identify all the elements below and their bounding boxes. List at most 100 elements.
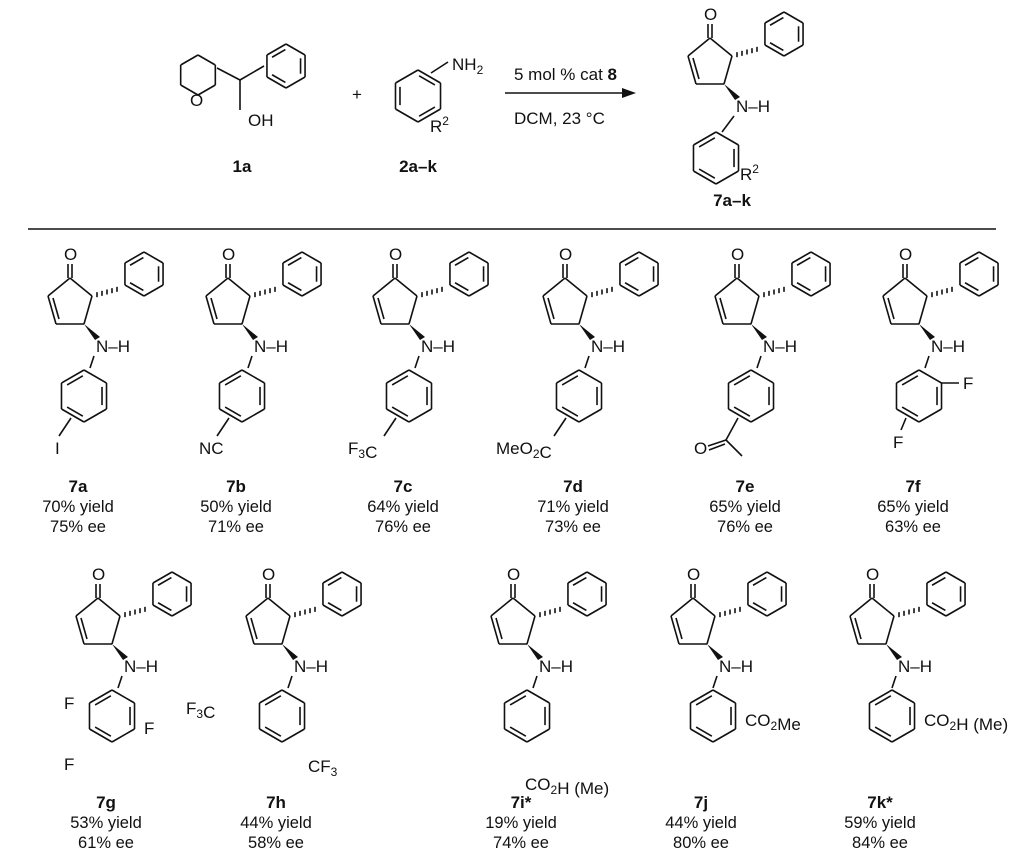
ring-bond bbox=[124, 284, 145, 297]
bond bbox=[849, 615, 859, 645]
amine-NH: N–H bbox=[931, 337, 965, 356]
bond bbox=[216, 417, 230, 437]
ring-bond bbox=[504, 728, 528, 743]
ring-bond bbox=[152, 604, 173, 617]
compound-label: 7g bbox=[96, 793, 116, 812]
formula-part: MeO bbox=[496, 439, 533, 458]
ring-bond bbox=[61, 369, 85, 384]
bond bbox=[725, 417, 739, 441]
alkene-double-bond bbox=[52, 297, 60, 320]
aryl-ring bbox=[689, 689, 737, 743]
ring-bond bbox=[417, 69, 441, 84]
ring-bond bbox=[111, 728, 135, 743]
ring-bond bbox=[241, 408, 265, 423]
subscript: 2 bbox=[533, 447, 540, 461]
alkene-double-bond bbox=[495, 617, 503, 640]
bond bbox=[750, 295, 760, 325]
ring-bond bbox=[282, 284, 303, 297]
R2-substituent: R2 bbox=[430, 114, 449, 136]
bond bbox=[408, 295, 418, 325]
bond bbox=[383, 417, 397, 437]
bond bbox=[47, 277, 71, 297]
alkene-double-bond bbox=[80, 617, 88, 640]
aryl-ring bbox=[60, 369, 108, 423]
phenyl-ring bbox=[791, 251, 831, 297]
phenyl-ring bbox=[124, 251, 164, 297]
ring-double-bond bbox=[224, 406, 242, 417]
ring-double-bond bbox=[66, 406, 84, 417]
ring-bond bbox=[408, 369, 432, 384]
formula-part: CO bbox=[924, 711, 950, 730]
furan-oxygen: O bbox=[190, 91, 203, 110]
ring-bond bbox=[693, 131, 717, 146]
ring-bond bbox=[926, 604, 947, 617]
yield-value: 71% yield bbox=[537, 498, 609, 516]
bond bbox=[687, 37, 711, 57]
ring-bond bbox=[891, 689, 915, 704]
alkene-double-bond bbox=[675, 617, 683, 640]
bond bbox=[490, 597, 514, 617]
ring-bond bbox=[83, 408, 107, 423]
ring-bond bbox=[386, 408, 410, 423]
ketone-oxygen: O bbox=[92, 565, 105, 584]
amine-NH2: NH2 bbox=[452, 55, 484, 77]
ring-bond bbox=[89, 689, 113, 704]
catalyst-number: 8 bbox=[608, 65, 617, 84]
bond bbox=[670, 615, 680, 645]
wedge-bond bbox=[409, 324, 425, 340]
alkene-double-bond bbox=[250, 617, 258, 640]
ring-double-bond bbox=[418, 106, 436, 117]
ee-value: 74% ee bbox=[493, 834, 549, 852]
compound-label: 7e bbox=[736, 477, 755, 496]
ring-double-bond bbox=[66, 375, 84, 386]
wedge-bond bbox=[282, 644, 298, 660]
ring-double-bond bbox=[287, 282, 302, 292]
ring-bond bbox=[896, 369, 920, 384]
ring-bond bbox=[395, 69, 419, 84]
bond bbox=[69, 277, 93, 297]
amine-NH: N–H bbox=[96, 337, 130, 356]
bond bbox=[216, 67, 241, 81]
hydroxyl-OH: OH bbox=[248, 111, 274, 130]
ring-bond bbox=[766, 604, 787, 617]
ring-double-bond bbox=[271, 74, 286, 84]
methyl-ester-group: MeO2C bbox=[496, 439, 552, 462]
formula-part: C bbox=[203, 703, 215, 722]
aryl-ring bbox=[692, 131, 740, 185]
ring-double-bond bbox=[964, 256, 979, 266]
wedge-bond bbox=[919, 324, 935, 340]
product-label-7a-k: 7a–k bbox=[713, 191, 751, 210]
formula-part: F bbox=[348, 439, 358, 458]
ketone-oxygen: O bbox=[262, 565, 275, 584]
ring-bond bbox=[750, 369, 774, 384]
ring-bond bbox=[712, 728, 736, 743]
ee-value: 61% ee bbox=[78, 834, 134, 852]
bond bbox=[584, 355, 590, 369]
ring-bond bbox=[417, 108, 441, 123]
compound-label: 7f bbox=[905, 477, 920, 496]
ring-bond bbox=[282, 251, 303, 264]
bond bbox=[707, 439, 727, 447]
ring-double-bond bbox=[733, 406, 751, 417]
conditions-catalyst: 5 mol % cat 8 bbox=[514, 65, 617, 84]
bond bbox=[542, 277, 566, 297]
bond bbox=[532, 675, 538, 689]
phenyl-ring bbox=[322, 571, 362, 617]
bond bbox=[287, 675, 293, 689]
ketone-oxygen: O bbox=[704, 5, 717, 24]
ring-double-bond bbox=[964, 282, 979, 292]
ring-bond bbox=[619, 251, 640, 264]
compound-label: 7h bbox=[266, 793, 286, 812]
phenyl-ring bbox=[266, 43, 306, 89]
formula-part: Me bbox=[777, 715, 801, 734]
ring-bond bbox=[791, 284, 812, 297]
alkene-double-bond bbox=[210, 297, 218, 320]
bond bbox=[725, 439, 743, 457]
amine-NH: N–H bbox=[421, 337, 455, 356]
ring-bond bbox=[111, 689, 135, 704]
